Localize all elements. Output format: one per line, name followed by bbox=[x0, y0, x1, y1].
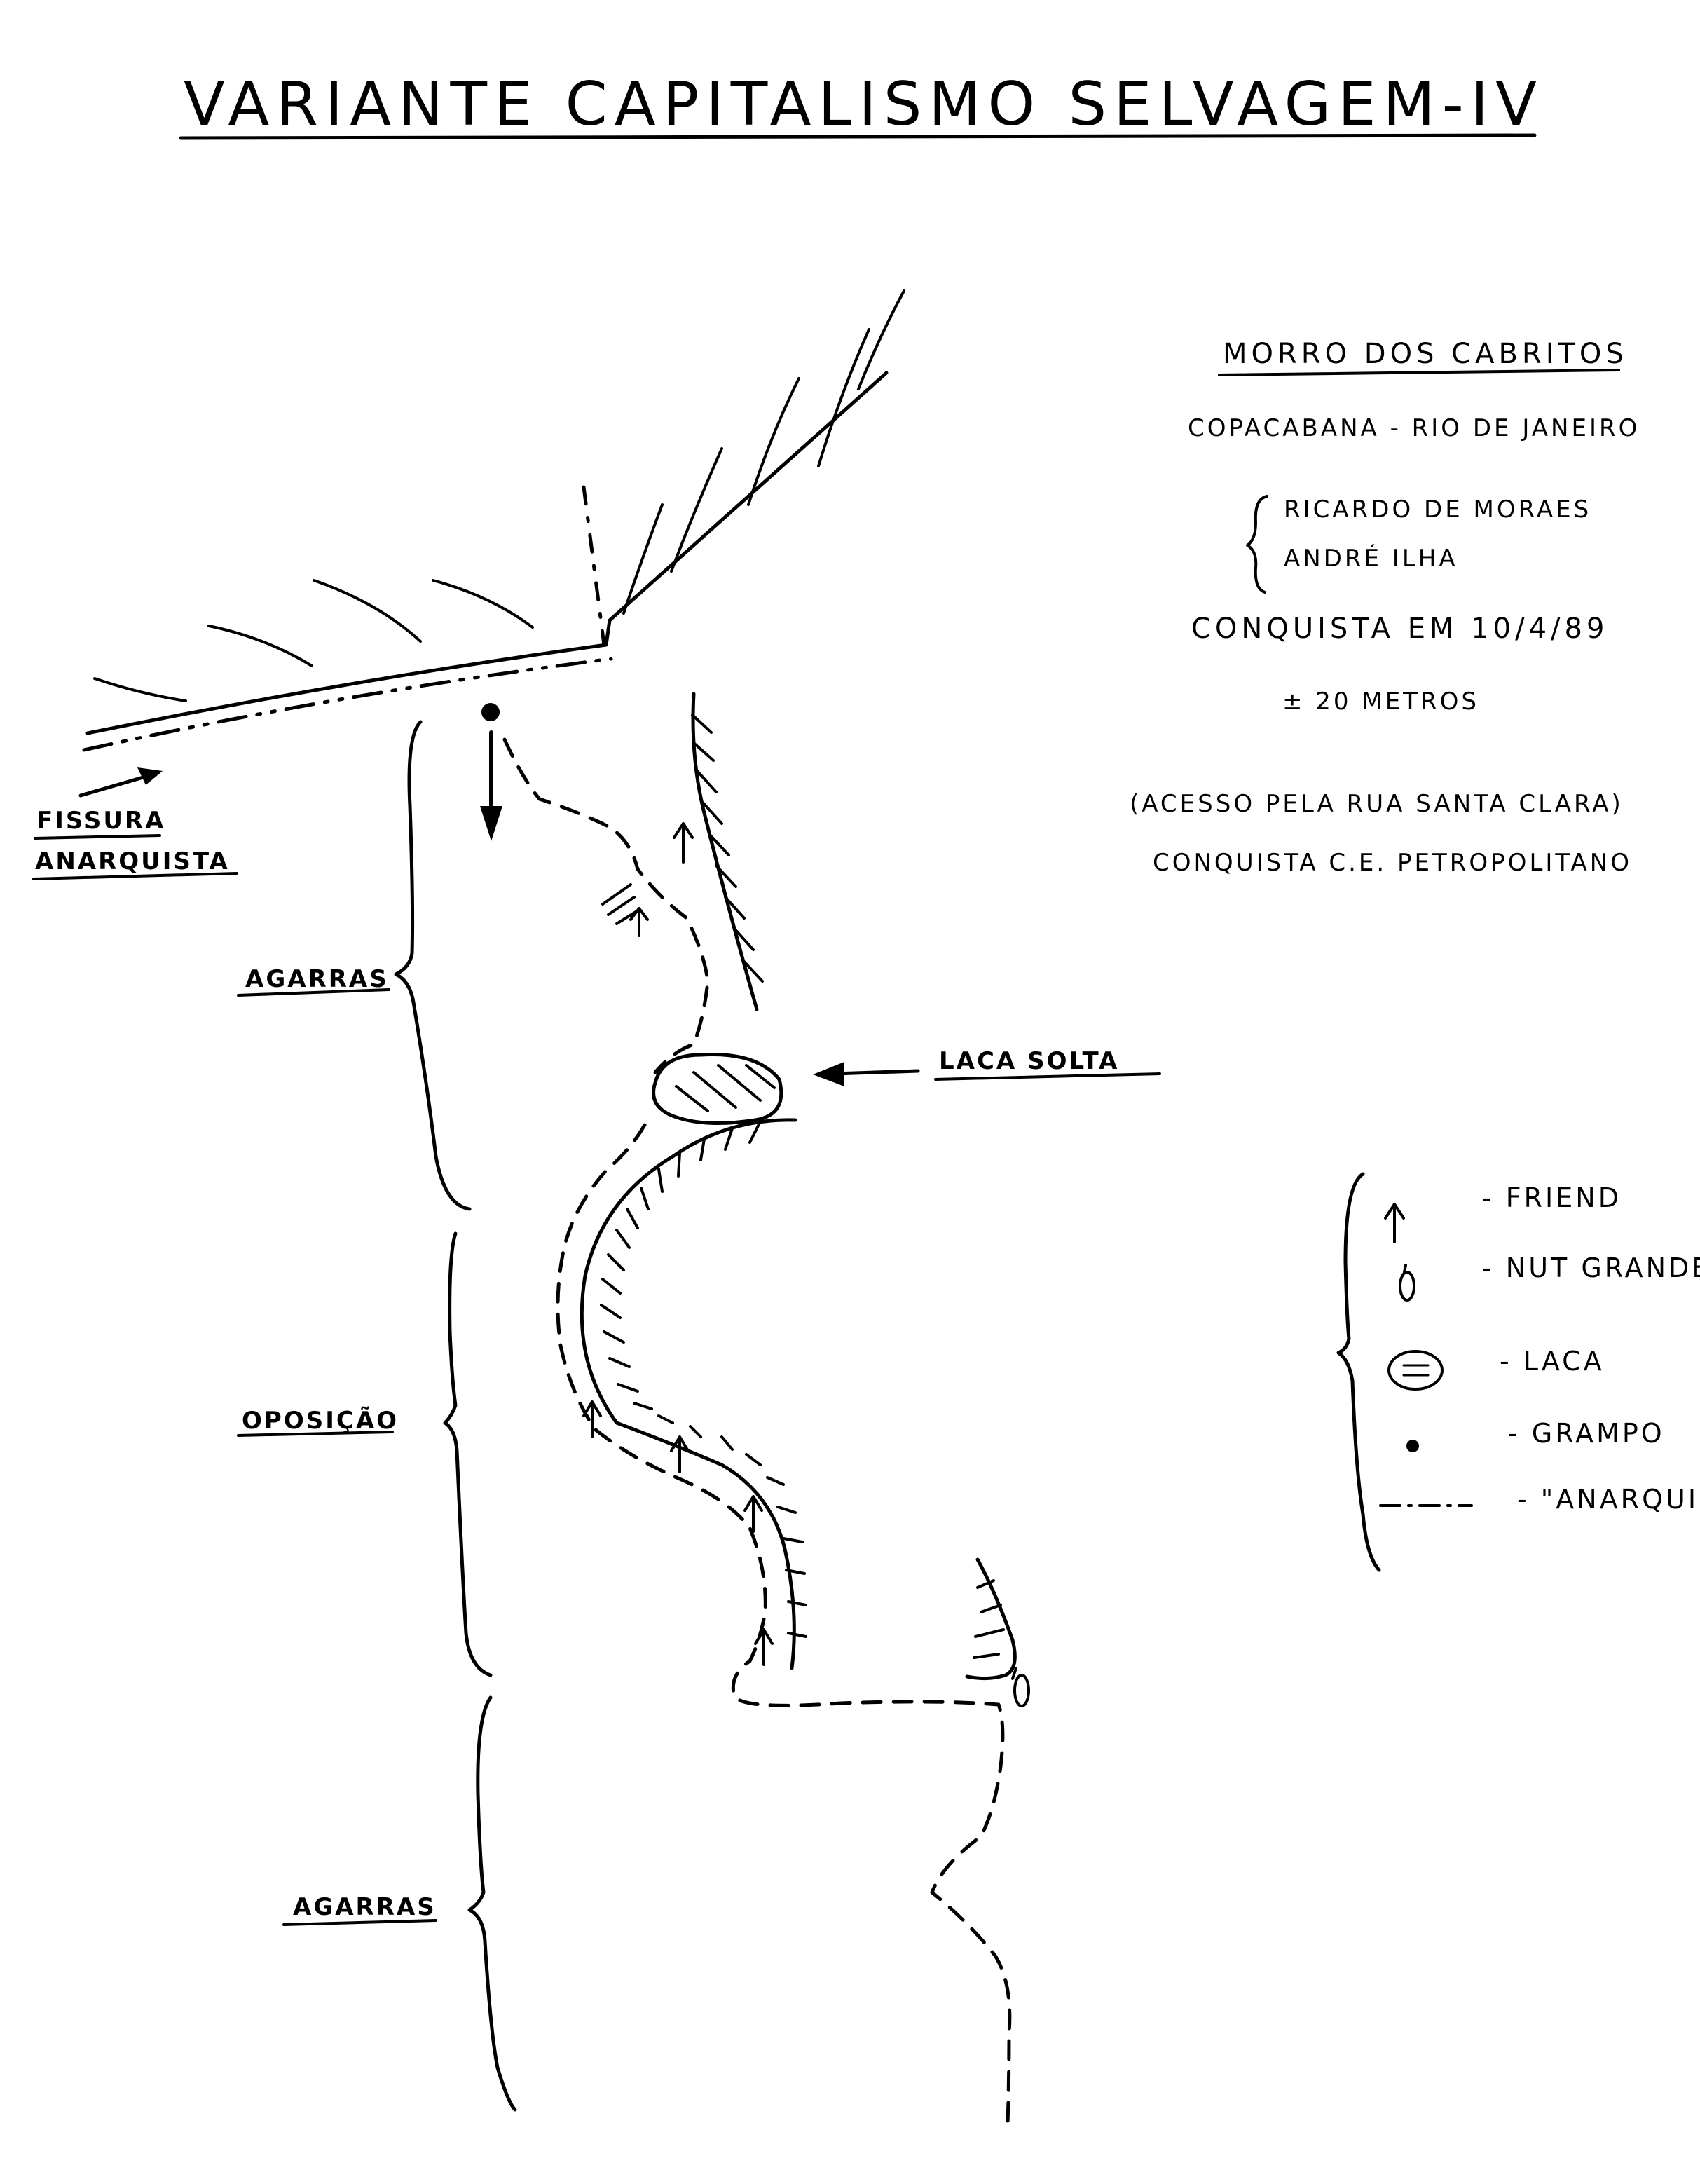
fissure-label: ANARQUISTA bbox=[35, 847, 230, 875]
place-name: COPACABANA - RIO DE JANEIRO bbox=[1188, 414, 1640, 442]
friend-icon bbox=[1384, 1203, 1405, 1243]
climbers-brace bbox=[1246, 495, 1268, 594]
fissure-label: FISSURA bbox=[36, 807, 165, 835]
legend-brace bbox=[1336, 1172, 1381, 1572]
location-underline bbox=[1218, 369, 1620, 376]
loose-flake bbox=[652, 1052, 783, 1125]
access-note: (ACESSO PELA RUA SANTA CLARA) bbox=[1130, 790, 1624, 818]
upper-wall bbox=[691, 692, 764, 1011]
friend-icon bbox=[582, 1400, 602, 1438]
loose-flake-underline bbox=[934, 1072, 1161, 1081]
opposition-label: OPOSIÇÃO bbox=[242, 1406, 399, 1435]
holds-top-label: AGARRAS bbox=[245, 965, 389, 993]
holds-bottom-label: AGARRAS bbox=[293, 1893, 437, 1921]
diagram-title: VARIANTE CAPITALISMO SELVAGEM-IV bbox=[184, 69, 1544, 139]
climber-name: RICARDO DE MORAES bbox=[1284, 496, 1591, 524]
rappel-arrow-icon bbox=[480, 730, 502, 841]
brace-holds-bottom bbox=[467, 1695, 517, 2112]
legend: - FRIEND - NUT GRANDE - LACA - GRAMPO - … bbox=[1336, 1172, 1700, 1572]
lower-dihedral bbox=[965, 1557, 1017, 1681]
flake-pointer-arrow-icon bbox=[813, 1062, 920, 1086]
top-ledge bbox=[85, 289, 905, 735]
brace-opposition bbox=[443, 1231, 493, 1677]
nut-icon bbox=[1399, 1264, 1415, 1302]
nut-icon bbox=[1011, 1667, 1030, 1707]
fissure-arrow-icon bbox=[78, 767, 163, 798]
location-name: MORRO DOS CABRITOS bbox=[1223, 338, 1628, 370]
bolt-icon bbox=[1406, 1440, 1419, 1452]
friend-icon bbox=[754, 1628, 774, 1666]
climber-name: ANDRÉ ILHA bbox=[1284, 544, 1458, 573]
flake-icon bbox=[1387, 1350, 1444, 1391]
loose-flake-label: LACA SOLTA bbox=[939, 1047, 1119, 1075]
brace-holds-top bbox=[394, 720, 472, 1211]
fissure-route-line bbox=[82, 485, 613, 752]
friend-icon bbox=[743, 1495, 763, 1533]
legend-item-nut: - NUT GRANDE bbox=[1482, 1253, 1700, 1283]
holds-top-underline bbox=[237, 988, 390, 997]
anchor-bolt-icon bbox=[481, 703, 500, 721]
opposition-underline bbox=[237, 1431, 394, 1437]
holds-bottom-underline bbox=[282, 1919, 437, 1926]
legend-item-friend: - FRIEND bbox=[1482, 1182, 1622, 1213]
fissure-label-underline bbox=[32, 872, 238, 880]
legend-item-anarquista: - "ANARQUISTA" bbox=[1517, 1484, 1700, 1515]
fissure-label-underline bbox=[34, 834, 161, 840]
friend-icon bbox=[670, 1435, 690, 1473]
climbing-route-line bbox=[502, 737, 1012, 2126]
legend-item-flake: - LACA bbox=[1500, 1346, 1605, 1377]
conquest-club: CONQUISTA C.E. PETROPOLITANO bbox=[1153, 849, 1632, 877]
conquest-date: CONQUISTA EM 10/4/89 bbox=[1191, 613, 1608, 645]
crack-detail-icon bbox=[601, 883, 649, 937]
title-underline bbox=[179, 133, 1537, 140]
opposition-crack bbox=[580, 1118, 807, 1670]
route-length: ± 20 METROS bbox=[1282, 688, 1479, 716]
legend-item-bolt: - GRAMPO bbox=[1508, 1418, 1665, 1449]
friend-icon bbox=[673, 822, 694, 864]
